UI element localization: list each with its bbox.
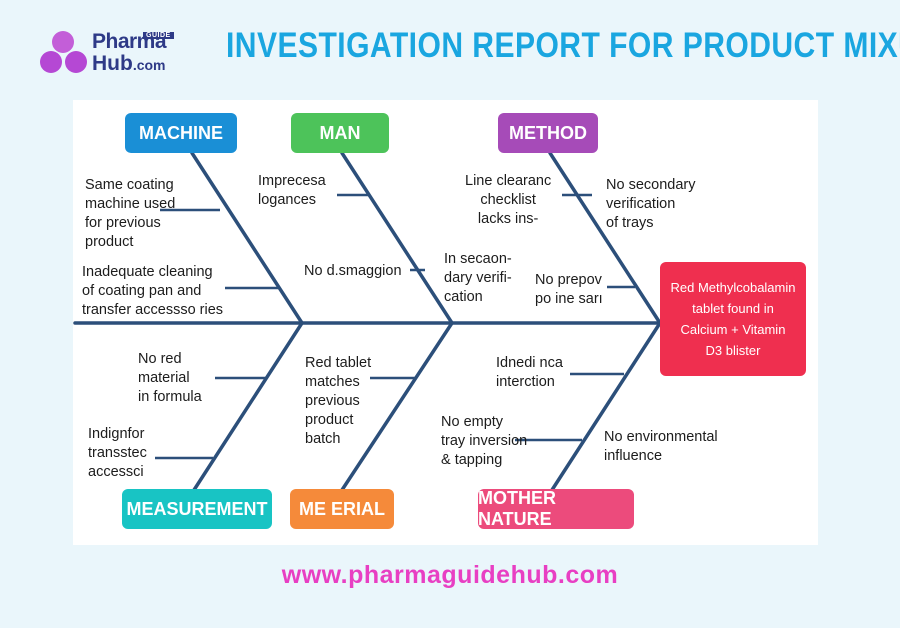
cause-method-1: Line clearanc checklist lacks ins-: [465, 173, 552, 227]
cause-nature-3: No environmental influence: [604, 429, 718, 464]
brand-logo: Pharma GUIDE Hub.com: [36, 28, 186, 82]
logo-word-hub: Hub.com: [92, 52, 166, 76]
cause-method-2: No secondary verification of trays: [606, 177, 696, 231]
logo-tag: GUIDE: [143, 32, 174, 39]
category-method: METHOD: [498, 113, 598, 153]
cause-measurement-2: Indignfor transstec accessci: [88, 426, 147, 480]
bone-measurement: [192, 321, 304, 492]
cause-material-1: Red tablet matches previous product batc…: [305, 355, 372, 447]
cause-man-1: Imprecesa logances: [258, 173, 326, 208]
category-mother-nature: MOTHER NATURE: [478, 488, 634, 529]
logo-dots-icon: [40, 31, 87, 73]
cause-machine-2: Inadequate cleaning of coating pan and t…: [82, 264, 224, 318]
bone-man: [340, 151, 454, 325]
cause-man-2: No d.smaggion: [304, 263, 402, 279]
bone-mother-nature: [550, 321, 662, 492]
cause-method-4: No prepov po ine sarı: [535, 272, 603, 307]
cause-measurement-1: No red material in formula: [138, 351, 202, 405]
logo-suffix: .com: [132, 57, 166, 73]
cause-nature-2: No empty tray inversion & tapping: [441, 414, 528, 468]
category-machine: MACHINE: [125, 113, 237, 153]
bone-method: [548, 151, 662, 325]
logo-hub: Hub: [92, 52, 133, 75]
bone-material: [340, 321, 454, 492]
effect-box: Red Methylcobalamin tablet found in Calc…: [660, 262, 806, 376]
cause-machine-1: Same coating machine used for previous p…: [85, 177, 176, 250]
website-url[interactable]: www.pharmaguidehub.com: [281, 561, 619, 589]
category-material: ME ERIAL: [290, 489, 394, 529]
category-man: MAN: [291, 113, 389, 153]
category-measurement: MEASUREMENT: [122, 489, 272, 529]
cause-method-3: In secaon- dary verifi- cation: [444, 251, 512, 305]
cause-nature-1: Idnedi nca interction: [496, 355, 563, 390]
bone-machine: [190, 151, 304, 325]
